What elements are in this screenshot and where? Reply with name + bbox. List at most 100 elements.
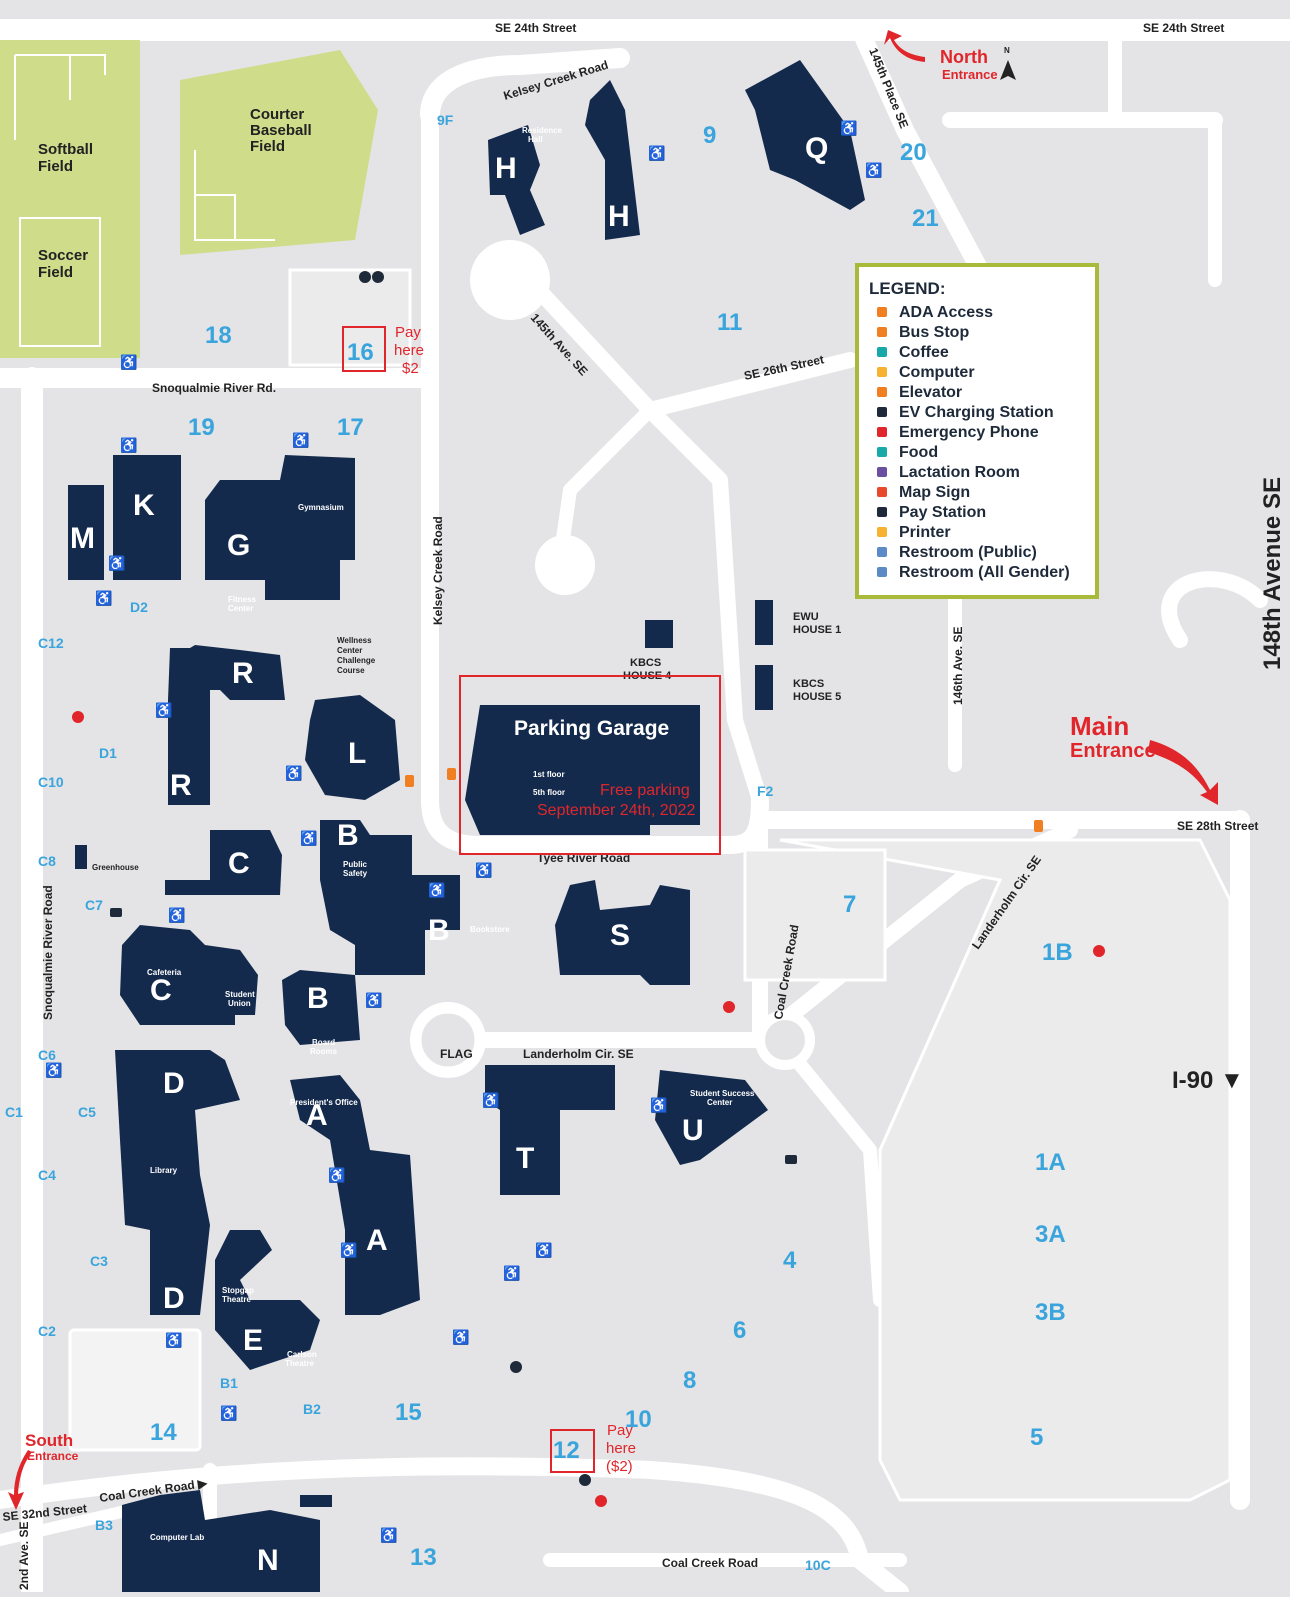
ada-icon: ♿ bbox=[452, 1329, 469, 1346]
computer-icon bbox=[877, 367, 887, 377]
lot-14-label: 14 bbox=[150, 1419, 177, 1446]
printer-icon bbox=[877, 527, 887, 537]
athletic-fields bbox=[0, 40, 378, 358]
garage-floor-1-label: 1st floor bbox=[533, 770, 565, 779]
building-k-label: K bbox=[133, 489, 155, 522]
building-g-label: G bbox=[227, 529, 250, 562]
landerholm-cir-se: Landerholm Cir. SE bbox=[523, 1047, 634, 1061]
parking-garage bbox=[465, 705, 700, 835]
building-d-label: D bbox=[163, 1067, 185, 1100]
emergency-phone-icon bbox=[595, 1495, 607, 1507]
i-90-label: I-90 ▼ bbox=[1172, 1067, 1244, 1094]
building-c-north bbox=[165, 830, 282, 895]
misc-icons bbox=[72, 271, 1105, 1507]
bus-stop-icon bbox=[405, 775, 414, 787]
148th-avenue-se: 148th Avenue SE bbox=[1259, 477, 1286, 670]
lot-11-label: 11 bbox=[717, 309, 742, 336]
building-h-west bbox=[488, 125, 545, 235]
legend-item-label: Lactation Room bbox=[899, 464, 1020, 481]
lot-12-highlight-box bbox=[550, 1429, 595, 1473]
building-b-north bbox=[320, 820, 460, 975]
building-l-label: L bbox=[348, 737, 366, 770]
lot-10c-label: 10C bbox=[805, 1557, 831, 1573]
building-h2-label: H bbox=[608, 200, 630, 233]
building-n bbox=[122, 1490, 320, 1592]
legend-item: Food bbox=[877, 444, 938, 461]
lot-b3-label: B3 bbox=[95, 1517, 113, 1533]
lot-c12-label: C12 bbox=[38, 635, 64, 651]
lot-c6-label: C6 bbox=[38, 1047, 56, 1063]
buildings bbox=[68, 60, 865, 1592]
ada-icon: ♿ bbox=[865, 162, 882, 179]
building-a2-label: A bbox=[366, 1224, 388, 1257]
ada-icon: ♿ bbox=[165, 1332, 182, 1349]
lot-18-label: 18 bbox=[205, 322, 232, 349]
parking-garage-label: Parking Garage bbox=[514, 717, 669, 740]
legend-item: ADA Access bbox=[877, 304, 993, 321]
pay-station-icon bbox=[877, 507, 887, 517]
legend-item-label: EV Charging Station bbox=[899, 404, 1054, 421]
ada-icon: ♿ bbox=[300, 830, 317, 847]
emergency-phone-icon bbox=[877, 427, 887, 437]
ev-charging-icon bbox=[110, 908, 122, 917]
legend-item: Pay Station bbox=[877, 504, 986, 521]
computer-lab-label: Computer Lab bbox=[150, 1533, 204, 1542]
lot-1a-label: 1A bbox=[1035, 1149, 1066, 1176]
emergency-phone-icon bbox=[72, 711, 84, 723]
se-24th-street-right: SE 24th Street bbox=[1143, 21, 1224, 35]
ada-icon: ♿ bbox=[650, 1097, 667, 1114]
lot-c10-label: C10 bbox=[38, 774, 64, 790]
lot-c3-label: C3 bbox=[90, 1253, 108, 1269]
lot-21-label: 21 bbox=[912, 205, 939, 232]
snoqualmie-river-road-vert: Snoqualmie River Road bbox=[41, 885, 55, 1020]
ada-icon: ♿ bbox=[648, 145, 665, 162]
building-s-label: S bbox=[610, 919, 630, 952]
parking-garage-highlight-box bbox=[459, 675, 721, 855]
south-entrance-arrow bbox=[8, 1450, 32, 1510]
kelsey-creek-road-vert: Kelsey Creek Road bbox=[431, 516, 445, 625]
legend-title: LEGEND: bbox=[869, 279, 946, 298]
ada-icon: ♿ bbox=[220, 1405, 237, 1422]
se-24th-street-left: SE 24th Street bbox=[495, 21, 576, 35]
ada-icon: ♿ bbox=[120, 354, 137, 371]
legend-item: Printer bbox=[877, 524, 951, 541]
building-u-label: U bbox=[682, 1114, 704, 1147]
pay-station-icon bbox=[510, 1361, 522, 1373]
building-u bbox=[655, 1070, 768, 1165]
ada-icon: ♿ bbox=[95, 590, 112, 607]
cafeteria-label: Cafeteria bbox=[147, 968, 182, 977]
building-e bbox=[215, 1230, 320, 1370]
parking-lots bbox=[68, 268, 1232, 1502]
bus-stop-icon bbox=[877, 327, 887, 337]
ev-charging-icon bbox=[877, 407, 887, 417]
ada-icon bbox=[877, 307, 887, 317]
elevator-icon bbox=[877, 387, 887, 397]
greenhouse-label: Greenhouse bbox=[92, 863, 139, 872]
ada-icon: ♿ bbox=[108, 555, 125, 572]
legend-item: EV Charging Station bbox=[877, 404, 1054, 421]
lot-13-label: 13 bbox=[410, 1544, 437, 1571]
lot-12-label: 12 bbox=[553, 1437, 580, 1464]
presidents-office-label: President's Office bbox=[290, 1098, 358, 1107]
ev-charging-icon bbox=[785, 1155, 797, 1164]
lot-8-label: 8 bbox=[683, 1367, 696, 1394]
legend-item-label: Map Sign bbox=[899, 484, 970, 501]
building-b2-label: B bbox=[428, 914, 450, 947]
ada-icon: ♿ bbox=[535, 1242, 552, 1259]
building-d bbox=[115, 1050, 240, 1315]
restroom-public-icon bbox=[877, 547, 887, 557]
legend-item-label: Elevator bbox=[899, 384, 962, 401]
lot-c4-label: C4 bbox=[38, 1167, 56, 1183]
building-r2-label: R bbox=[170, 769, 192, 802]
